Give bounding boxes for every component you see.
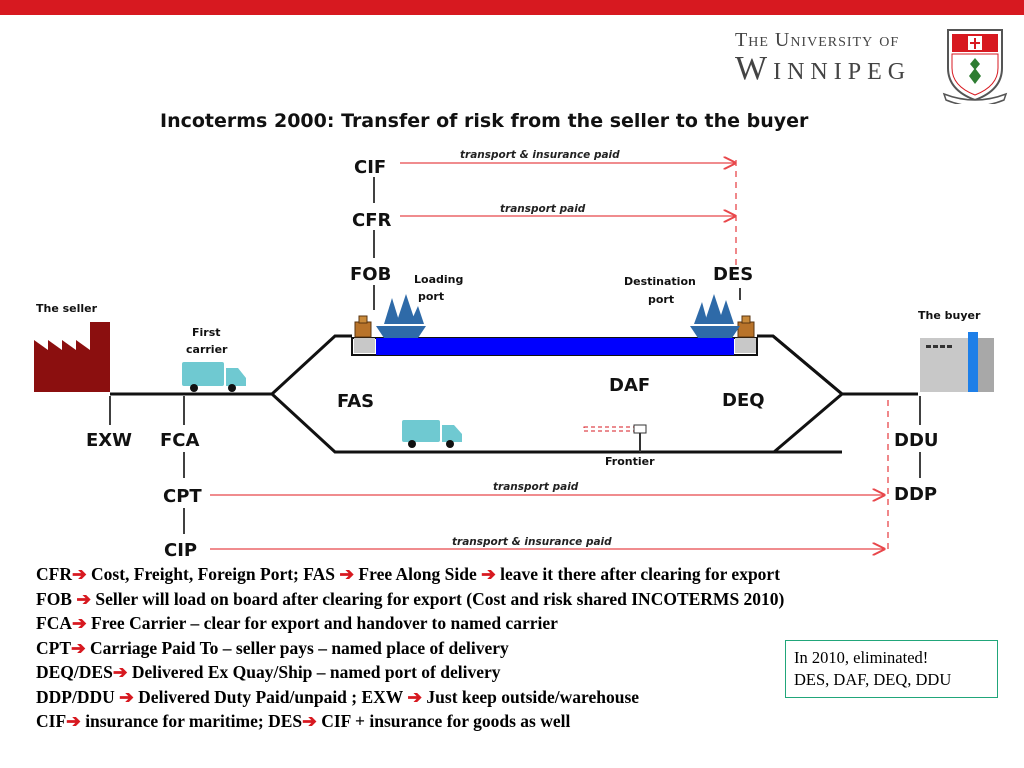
note-fca: FCA➔ Free Carrier – clear for export and… xyxy=(36,613,558,633)
term-cip: CIP xyxy=(164,540,197,560)
ship-icon-loading xyxy=(376,294,426,338)
arrow-right-icon: ➔ xyxy=(71,613,87,633)
note-ddp-ddu: DDP/DDU ➔ Delivered Duty Paid/unpaid ; E… xyxy=(36,686,640,707)
term-ddu: DDU xyxy=(894,430,939,451)
ship-icon-destination xyxy=(690,294,740,338)
note-cif: CIF➔ insurance for maritime; DES➔ CIF + … xyxy=(36,711,571,731)
factory-icon xyxy=(34,322,110,392)
university-logo-text: The University of Winnipeg xyxy=(735,30,935,86)
destination-port-label-2: port xyxy=(648,293,674,306)
university-crest-icon xyxy=(942,29,1008,104)
university-line2: Winnipeg xyxy=(735,50,912,87)
term-cfr: CFR xyxy=(352,210,392,231)
destination-port-label-1: Destination xyxy=(624,275,696,288)
note-cfr: CFR➔ Cost, Freight, Foreign Port; FAS ➔ … xyxy=(36,564,781,584)
arrow-right-icon: ➔ xyxy=(71,637,86,658)
term-fas: FAS xyxy=(337,391,374,412)
note-fob: FOB ➔ Seller will load on board after cl… xyxy=(36,588,785,609)
frontier-barrier-icon xyxy=(583,424,647,452)
risk-arrows xyxy=(210,160,889,552)
arrow-right-icon: ➔ xyxy=(481,564,496,584)
arrow-right-icon: ➔ xyxy=(71,564,87,584)
term-daf: DAF xyxy=(609,375,650,396)
note-cpt: CPT➔ Carriage Paid To – seller pays – na… xyxy=(36,637,509,658)
seller-label: The seller xyxy=(36,302,98,315)
arrow-right-icon: ➔ xyxy=(339,564,355,584)
loading-port-label-1: Loading xyxy=(414,273,463,286)
incoterms-diagram: Incoterms 2000: Transfer of risk from th… xyxy=(34,110,994,560)
term-fca: FCA xyxy=(160,430,200,451)
diagram-title: Incoterms 2000: Transfer of risk from th… xyxy=(160,110,809,132)
callout-line2: DES, DAF, DEQ, DDU xyxy=(794,670,952,689)
cip-arrow-label: transport & insurance paid xyxy=(452,536,612,548)
arrow-right-icon: ➔ xyxy=(302,711,317,731)
truck-icon-inland xyxy=(402,420,462,448)
buyer-label: The buyer xyxy=(918,309,981,322)
arrow-right-icon: ➔ xyxy=(407,686,423,707)
arrow-right-icon: ➔ xyxy=(119,686,134,707)
term-deq: DEQ xyxy=(722,390,765,411)
loading-port-label-2: port xyxy=(418,290,444,303)
frontier-label: Frontier xyxy=(605,455,655,468)
term-connectors xyxy=(109,177,921,534)
top-bar xyxy=(0,0,1024,15)
term-fob: FOB xyxy=(350,264,391,285)
cif-arrow-label: transport & insurance paid xyxy=(460,149,620,161)
first-carrier-label-2: carrier xyxy=(186,343,228,356)
term-cif: CIF xyxy=(354,157,386,178)
university-line1: The University of xyxy=(735,29,900,51)
cargo-crates-icon xyxy=(354,315,755,338)
notes-list: CFR➔ Cost, Freight, Foreign Port; FAS ➔ … xyxy=(36,562,1024,734)
note-deq-des: DEQ/DES➔ Delivered Ex Quay/Ship – named … xyxy=(36,662,501,682)
arrow-right-icon: ➔ xyxy=(76,588,92,609)
term-exw: EXW xyxy=(86,430,132,451)
cfr-arrow-label: transport paid xyxy=(500,203,586,215)
term-cpt: CPT xyxy=(163,486,202,507)
warehouse-icon xyxy=(920,332,994,392)
arrow-right-icon: ➔ xyxy=(66,711,81,731)
callout-box: In 2010, eliminated! DES, DAF, DEQ, DDU xyxy=(785,640,998,698)
term-des: DES xyxy=(713,264,753,285)
first-carrier-label-1: First xyxy=(192,326,221,339)
callout-line1: In 2010, eliminated! xyxy=(794,648,929,667)
term-ddp: DDP xyxy=(894,484,937,505)
cpt-arrow-label: transport paid xyxy=(493,481,579,493)
truck-icon-first-carrier xyxy=(182,362,246,392)
transport-route xyxy=(110,334,918,454)
arrow-right-icon: ➔ xyxy=(112,662,128,682)
